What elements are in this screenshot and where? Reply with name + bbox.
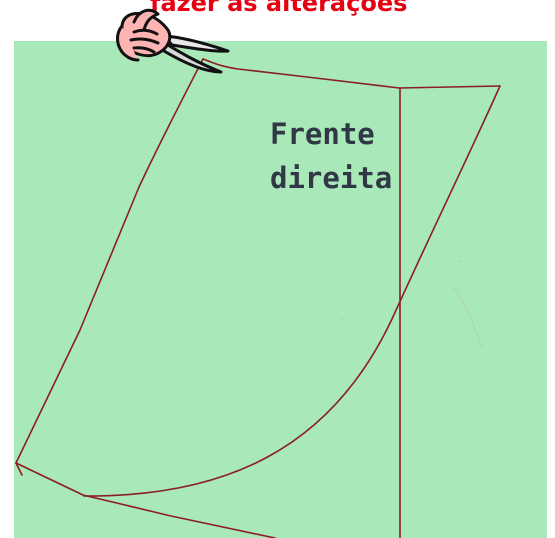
green-pattern-paper bbox=[14, 41, 547, 538]
hand-finger-line-3 bbox=[132, 46, 156, 54]
hand-thumb bbox=[132, 8, 160, 32]
hand-wrist bbox=[116, 24, 140, 62]
hand-holding-scissors-icon bbox=[114, 2, 240, 78]
pattern-left-corner-mark bbox=[15, 462, 23, 476]
paper-small-mark-2 bbox=[340, 318, 345, 321]
pattern-top-edge bbox=[202, 58, 501, 89]
hand-finger-line-2 bbox=[129, 37, 160, 45]
paper-small-mark-3 bbox=[177, 465, 181, 469]
hand-finger-line-1 bbox=[132, 28, 159, 36]
paper-crease-line bbox=[452, 286, 483, 349]
pattern-left-edge bbox=[15, 58, 204, 464]
pattern-bottom-edge bbox=[15, 462, 276, 538]
instruction-title: fazer as alterações bbox=[150, 0, 408, 17]
paper-small-mark bbox=[457, 259, 463, 263]
pattern-label-line-1: Frente bbox=[270, 117, 375, 151]
pattern-hem-curve bbox=[83, 85, 501, 497]
pattern-label-line-2: direita bbox=[270, 161, 393, 195]
pattern-piece-label: Frente direita bbox=[270, 112, 395, 208]
scissor-blade-lower bbox=[161, 40, 223, 74]
scissor-blade-upper bbox=[162, 34, 230, 53]
